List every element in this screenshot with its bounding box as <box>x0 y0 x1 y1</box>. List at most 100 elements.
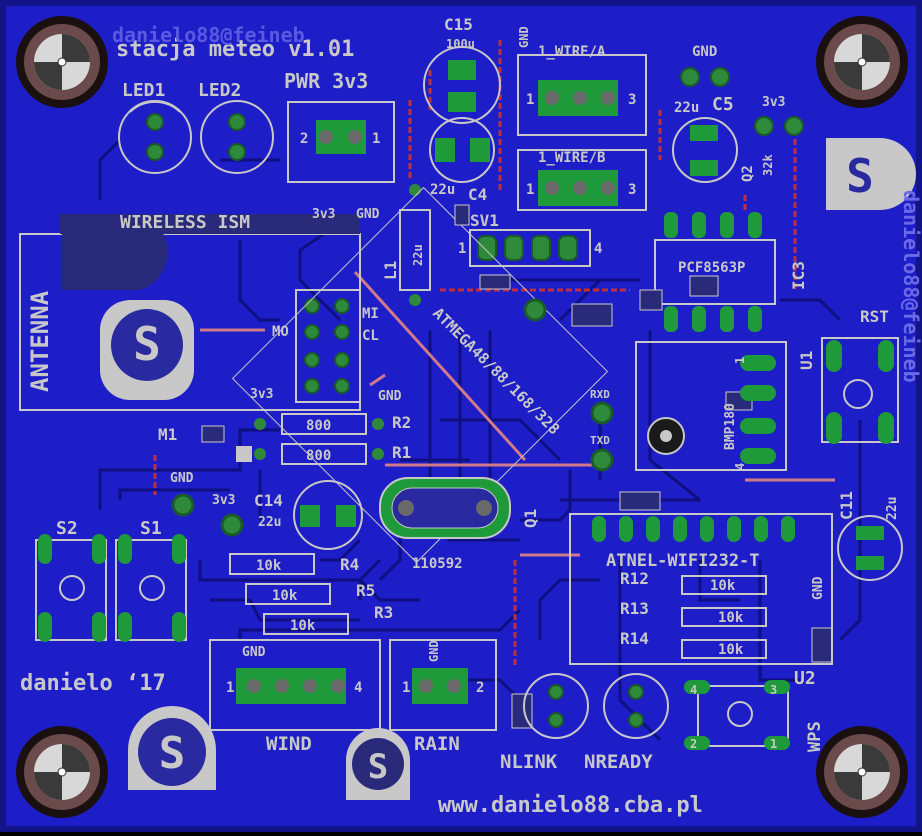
cap-c14 <box>293 480 363 550</box>
v3-r-label: 3v3 <box>250 387 273 402</box>
bmp-label: BMP180 <box>723 403 738 450</box>
v3-pads <box>754 116 804 136</box>
svg-text:S: S <box>846 149 874 203</box>
r4-label: R4 <box>340 555 359 574</box>
gnd-r-label: GND <box>378 389 402 404</box>
wind-pin-4: 4 <box>354 680 362 696</box>
r10k-b-value: 10k <box>272 588 298 604</box>
one-wire-a-connector <box>517 54 647 136</box>
uart-pads <box>590 401 614 472</box>
mo-label: MO <box>272 324 289 340</box>
c5-value: 22u <box>674 100 699 116</box>
cap-c5 <box>672 117 738 183</box>
wps-label: WPS <box>805 721 825 752</box>
sv1-pin-4: 4 <box>594 241 602 257</box>
c11-label: C11 <box>837 491 856 520</box>
u2-pin-1: 1 <box>770 737 777 751</box>
l1-label: L1 <box>381 261 400 280</box>
r800b-value: 800 <box>306 448 331 464</box>
mounting-hole-br <box>816 726 908 818</box>
rst-label: RST <box>860 307 889 326</box>
c15-value: 100u <box>446 37 475 51</box>
led-pads <box>146 113 246 161</box>
u2-pin-2: 2 <box>690 737 697 751</box>
pwr-label: PWR 3v3 <box>284 69 368 93</box>
crystal-q1 <box>379 477 511 539</box>
nready-label: NREADY <box>584 751 653 773</box>
v3-q2-label: 3v3 <box>762 95 785 110</box>
wind-connector <box>209 639 381 731</box>
q1-label: Q1 <box>521 509 540 528</box>
u2-pin-4: 4 <box>690 683 697 697</box>
rain-pin-1: 1 <box>402 680 410 696</box>
mounting-hole-tl <box>16 16 108 108</box>
c11-value: 22u <box>885 497 900 520</box>
mirrored-text: danielo88@feineb <box>112 23 305 47</box>
r13-label: R13 <box>620 599 649 618</box>
sv1-header <box>469 229 591 267</box>
bmp180-module <box>635 341 787 471</box>
c14-label: C14 <box>254 491 283 510</box>
s2-button-footprint <box>35 534 107 642</box>
board-author: danielo ‘17 <box>20 671 166 696</box>
cl-label: CL <box>362 328 379 344</box>
q2-label: Q2 <box>740 165 756 182</box>
wind-pin-1: 1 <box>226 680 234 696</box>
r10k-f-value: 10k <box>718 642 744 658</box>
wifi-module <box>569 513 833 665</box>
u1-pin-4: 4 <box>733 463 747 470</box>
status-led-pads <box>548 684 644 728</box>
atnel-label: ATNEL-WIFI232-T <box>606 551 760 571</box>
r32k-label: 32k <box>761 154 775 176</box>
mounting-hole-tr <box>816 16 908 108</box>
nlink-label: NLINK <box>500 751 558 773</box>
r10k-e-value: 10k <box>718 610 744 626</box>
cap-c11 <box>837 515 903 581</box>
c15-label: C15 <box>444 15 473 34</box>
r10k-c-value: 10k <box>290 618 316 634</box>
r800a-value: 800 <box>306 418 331 434</box>
u2-pin-3: 3 <box>770 683 777 697</box>
v3-c14-label: 3v3 <box>212 493 235 508</box>
r2-label: R2 <box>392 413 411 432</box>
r10k-d-value: 10k <box>710 578 736 594</box>
mcu-chip <box>231 186 609 564</box>
txd-label: TXD <box>590 434 610 447</box>
u1-label: U1 <box>797 351 816 370</box>
rxd-label: RXD <box>590 388 610 401</box>
u2-label: U2 <box>794 668 816 689</box>
svg-text:S: S <box>159 728 186 779</box>
svg-text:S: S <box>368 747 388 787</box>
rtc-chip <box>654 212 776 332</box>
rain-pin-2: 2 <box>476 680 484 696</box>
wind-label: WIND <box>266 733 312 755</box>
one-wire-a-label: 1_WIRE/A <box>538 44 606 60</box>
gnd-pwr-label: GND <box>356 207 380 222</box>
test-pads <box>171 493 244 537</box>
mounting-holes <box>16 16 908 818</box>
led-footprints <box>118 100 274 174</box>
one-wire-b-connector <box>517 149 647 211</box>
m1-label: M1 <box>158 425 177 444</box>
cap-c4 <box>429 117 495 183</box>
one-wire-b-label: 1_WIRE/B <box>538 150 605 166</box>
r5-label: R5 <box>356 581 375 600</box>
red-traces <box>153 40 797 665</box>
r1-label: R1 <box>392 443 411 462</box>
gnd-wind-label: GND <box>242 645 266 660</box>
smd-parts <box>201 204 833 729</box>
gnd-atnel-label: GND <box>811 576 826 600</box>
c14-value: 22u <box>258 515 281 530</box>
r10k-a-value: 10k <box>256 558 282 574</box>
r14-label: R14 <box>620 629 649 648</box>
resistors-r1-r2 <box>236 413 384 465</box>
gnd-pads-c5 <box>680 67 730 87</box>
resistors-r3-r4-r5 <box>229 553 349 635</box>
l1-value: 22u <box>411 244 425 266</box>
wireless-label: WIRELESS ISM <box>120 212 250 233</box>
u1-pin-1: 1 <box>733 357 747 364</box>
logo-shapes: S S S <box>62 138 916 800</box>
rain-connector <box>389 639 497 731</box>
pcf-label: PCF8563P <box>678 260 745 276</box>
